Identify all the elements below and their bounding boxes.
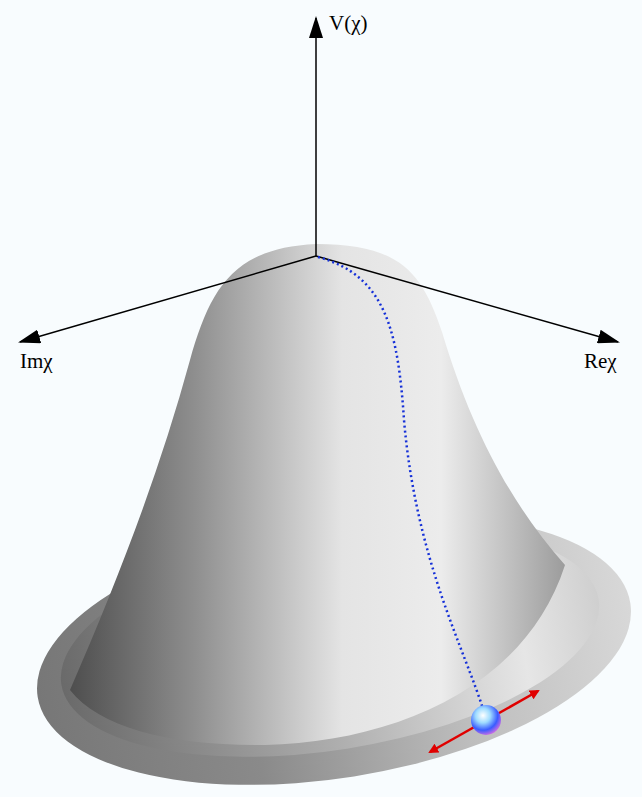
axis-label: Imχ [20, 350, 53, 373]
ball [471, 705, 501, 735]
potential-dome [70, 244, 565, 745]
roll-path [318, 257, 484, 712]
axis [20, 256, 316, 342]
axis-label: V(χ) [329, 12, 367, 35]
axis [315, 18, 317, 256]
goldstone-mode-arrow [430, 691, 538, 752]
axis [316, 256, 618, 342]
axis-label: Reχ [584, 350, 617, 373]
